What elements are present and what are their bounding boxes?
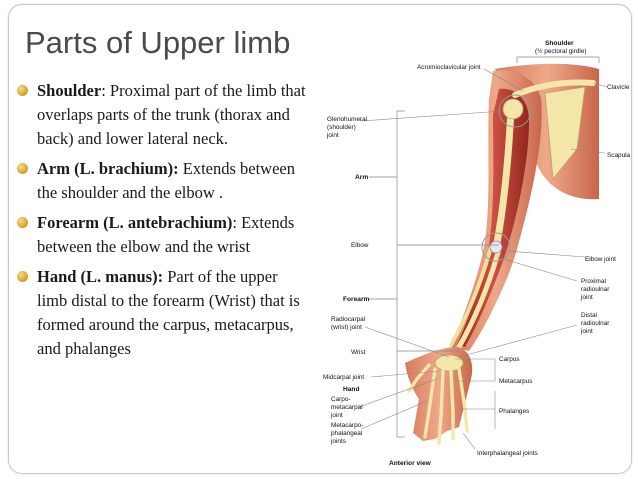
bullet-text: Extends between the shoulder and the elb… bbox=[37, 159, 295, 202]
label-mcp-3: joints bbox=[330, 438, 346, 445]
phalanges-bones bbox=[407, 363, 469, 445]
slide-title: Parts of Upper limb bbox=[25, 25, 291, 60]
elbow-joint-circle bbox=[481, 232, 511, 262]
label-acromioclavicular: Acromioclavicular joint bbox=[417, 64, 481, 71]
label-elbow: Elbow bbox=[351, 242, 369, 249]
label-scapula: Scapula bbox=[607, 152, 631, 159]
label-glenohumeral-3: joint bbox=[326, 132, 339, 139]
label-wrist: Wrist bbox=[351, 349, 366, 356]
bullet-text: : Proximal part of the limb that overlap… bbox=[37, 81, 306, 148]
label-hand: Hand bbox=[343, 386, 359, 393]
label-interphalangeal: Interphalangeal joints bbox=[477, 450, 538, 457]
label-cmc-2: metacarpal bbox=[331, 404, 363, 411]
label-prox-3: joint bbox=[580, 294, 593, 301]
label-forearm: Forearm bbox=[343, 296, 370, 303]
upper-limb-figure: Shoulder (½ pectoral girdle) Acromioclav… bbox=[323, 40, 631, 467]
clavicle-bone-shape bbox=[512, 79, 596, 98]
scapula-bone-shape bbox=[544, 86, 586, 181]
elbow-bone-shape bbox=[489, 240, 503, 254]
ulna-bone-shape bbox=[456, 246, 502, 350]
label-glenohumeral-2: (shoulder) bbox=[327, 124, 356, 131]
humerus-bone-shape bbox=[493, 105, 515, 247]
leader-lines bbox=[358, 68, 608, 450]
bullet-list: Shoulder: Proximal part of the limb that… bbox=[15, 79, 311, 367]
label-radiocarpal-1: Radiocarpal bbox=[331, 316, 365, 323]
bullet-arm: Arm (L. brachium): Extends between the s… bbox=[15, 157, 311, 205]
label-elbow-joint: Elbow joint bbox=[585, 256, 616, 263]
label-anterior-view: Anterior view bbox=[389, 460, 432, 467]
label-prox-2: radioulnar bbox=[581, 286, 610, 293]
shoulder-bracket bbox=[516, 56, 600, 63]
region-bracket bbox=[369, 110, 499, 438]
label-prox-1: Proximal bbox=[581, 278, 606, 285]
bullet-dot-icon bbox=[17, 271, 28, 282]
label-arm: Arm bbox=[355, 174, 368, 181]
label-mcp-2: phalangeal bbox=[331, 430, 362, 437]
bullet-term: Hand (L. manus): bbox=[37, 267, 164, 286]
label-glenohumeral-1: Glenohumeral bbox=[327, 116, 367, 123]
label-cmc-3: joint bbox=[330, 412, 343, 419]
bullet-hand: Hand (L. manus): Part of the upper limb … bbox=[15, 265, 311, 361]
bullet-term: Forearm (L. antebrachium) bbox=[37, 213, 233, 232]
label-radiocarpal-2: (wrist) joint bbox=[331, 324, 362, 331]
label-clavicle: Clavicle bbox=[607, 84, 630, 91]
label-cmc-1: Carpo- bbox=[331, 396, 351, 403]
bullet-forearm: Forearm (L. antebrachium): Extends betwe… bbox=[15, 211, 311, 259]
bullet-text: : Extends between the elbow and the wris… bbox=[37, 213, 295, 256]
label-distal-2: radioulnar bbox=[581, 320, 610, 327]
bullet-shoulder: Shoulder: Proximal part of the limb that… bbox=[15, 79, 311, 151]
label-phalanges: Phalanges bbox=[499, 408, 529, 415]
bullet-dot-icon bbox=[17, 85, 28, 96]
label-metacarpus: Metacarpus bbox=[499, 378, 532, 385]
label-distal-3: joint bbox=[580, 328, 593, 335]
label-distal-1: Distal bbox=[581, 312, 597, 319]
label-shoulder-sub: (½ pectoral girdle) bbox=[535, 47, 587, 55]
humerus-head-shape bbox=[502, 98, 524, 120]
bullet-dot-icon bbox=[17, 163, 28, 174]
label-shoulder-title: Shoulder bbox=[545, 40, 574, 47]
bullet-dot-icon bbox=[17, 217, 28, 228]
bullet-term: Arm (L. brachium): bbox=[37, 159, 179, 178]
label-mcp-1: Metacarpo- bbox=[331, 422, 363, 429]
bullet-term: Shoulder bbox=[37, 81, 102, 100]
label-midcarpal: Midcarpal joint bbox=[323, 374, 364, 381]
bullet-text: Part of the upper limb distal to the for… bbox=[37, 267, 300, 358]
label-carpus: Carpus bbox=[499, 356, 520, 363]
slide: Parts of Upper limb Shoulder: Proximal p… bbox=[8, 4, 632, 474]
